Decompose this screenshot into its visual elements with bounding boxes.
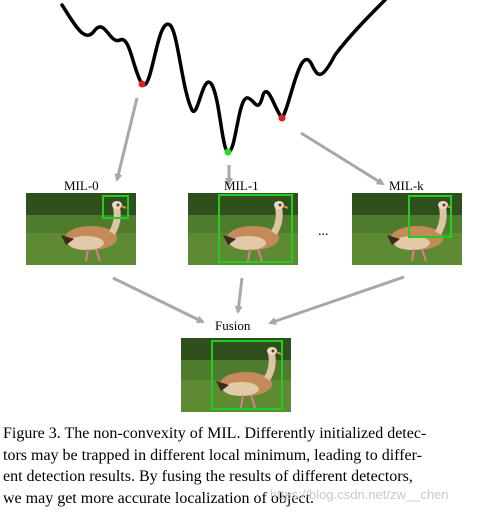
arrow-mil0-to-fusion (112, 276, 205, 324)
label-fusion: Fusion (215, 318, 251, 333)
arrow-mil1-to-fusion (234, 277, 244, 314)
goose (223, 201, 289, 262)
figure: MIL-0 MIL-1 MIL-k ... Fusion (26, 0, 462, 412)
label-mil1: MIL-1 (224, 178, 259, 193)
photo-fusion (181, 338, 291, 412)
detection-box-mil0 (102, 195, 129, 219)
photo-mil0 (26, 193, 136, 265)
local-minimum-dot-left (138, 80, 146, 88)
caption-line: we may get more accurate localization of… (3, 489, 314, 507)
loss-curve (60, 0, 387, 154)
arrow-to-mil0 (114, 97, 139, 182)
caption-line: Figure 3. The non-convexity of MIL. Diff… (3, 425, 427, 442)
label-milk: MIL-k (389, 178, 424, 193)
detection-box-fusion (211, 340, 283, 410)
loss-diagram (60, 0, 405, 325)
figure-caption: Figure 3. The non-convexity of MIL. Diff… (3, 423, 489, 509)
arrow-milk-to-fusion (268, 275, 405, 325)
global-minimum-dot (224, 148, 232, 156)
detection-box-mil1 (218, 194, 293, 263)
label-mil0: MIL-0 (64, 178, 99, 193)
ellipsis: ... (318, 224, 329, 239)
detection-box-milk (408, 195, 452, 238)
watermark: https://blog.csdn.net/zw__chen (270, 487, 449, 502)
goose (216, 347, 282, 409)
caption-line: tors may be trapped in different local m… (3, 446, 422, 464)
photo-mil1 (188, 193, 298, 265)
local-minimum-dot-right (278, 114, 286, 122)
caption-line: ent detection results. By fusing the res… (3, 468, 413, 485)
goose (387, 201, 453, 262)
photo-milk (352, 193, 462, 265)
arrow-to-milk (300, 131, 385, 186)
